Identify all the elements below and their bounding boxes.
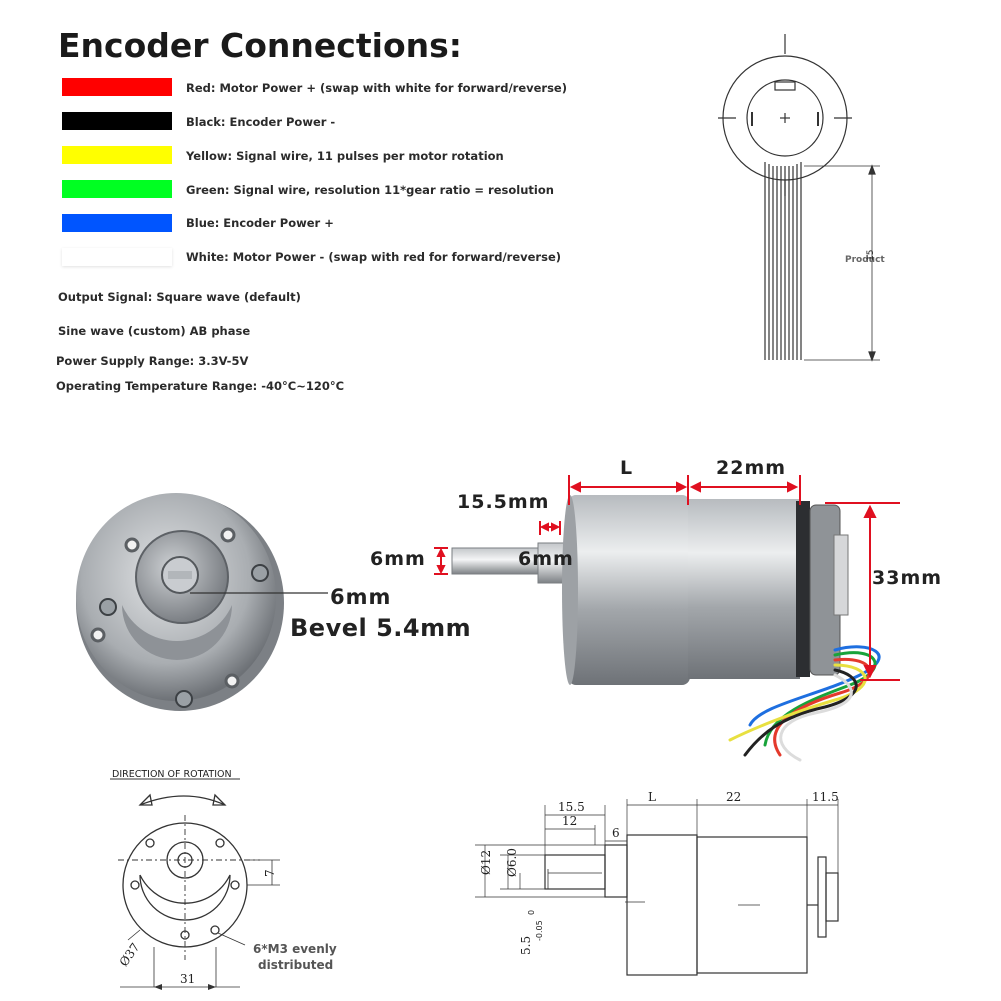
side-dim-15-5: 15.5 [558,800,585,814]
spec-power-supply: Power Supply Range: 3.3V-5V [56,354,249,368]
spec-output-signal: Output Signal: Square wave (default) [58,290,301,304]
side-dim-11-5: 11.5 [812,790,839,804]
side-drawing: 15.5 12 6 L 22 11.5 Ø12 Ø6.0 5.5 0 -0.05 [475,790,839,976]
encoder-length-label: 15 [866,250,876,261]
product-label: Product [845,255,885,265]
diameter-label: Ø37 [117,940,143,969]
shaft-diameter-label: 6mm [330,585,392,609]
shaft-small-label: 6mm [518,548,574,570]
screws-label-2: distributed [258,958,333,972]
offset-label: 7 [263,869,277,877]
side-tolerance-sup: 0 [527,910,536,915]
wire-label-red: Red: Motor Power + (swap with white for … [186,81,567,95]
encoder-drawing: Product 15 [718,34,885,362]
shaft-diameter-side-label: 6mm [370,548,426,570]
motor-side-photo [434,475,900,762]
gearbox-length-label: L [620,457,634,479]
side-tolerance-sub: -0.05 [535,920,544,941]
wire-label-green: Green: Signal wire, resolution 11*gear r… [186,183,554,197]
wire-swatch-black [62,112,172,130]
wire-swatch-white [62,248,172,266]
motor-length-label: 22mm [716,457,787,479]
wire-swatch-yellow [62,146,172,164]
shaft-length-label: 15.5mm [457,491,550,513]
screws-label: 6*M3 evenly [253,942,337,956]
wire-swatch-green [62,180,172,198]
side-tolerance: 5.5 [519,936,533,955]
wire-label-yellow: Yellow: Signal wire, 11 pulses per motor… [186,149,504,163]
gearbox-front-photo [76,493,328,711]
side-dim-12: 12 [562,814,577,828]
spec-sine-wave: Sine wave (custom) AB phase [58,324,251,338]
side-dim-L: L [648,790,656,804]
wire-swatch-blue [62,214,172,232]
width-label: 31 [180,972,195,986]
wire-label-blue: Blue: Encoder Power + [186,216,334,230]
height-label: 33mm [872,567,943,589]
side-dim-22: 22 [726,790,741,804]
side-dim-6: 6 [612,826,620,840]
side-dia-6: Ø6.0 [505,848,519,877]
wire-label-white: White: Motor Power - (swap with red for … [186,250,561,264]
wire-swatch-red [62,78,172,96]
page-title: Encoder Connections: [58,26,462,65]
wire-label-black: Black: Encoder Power - [186,115,336,129]
rotation-label: DIRECTION OF ROTATION [112,769,232,780]
front-drawing: DIRECTION OF ROTATION 7 31 Ø37 6*M3 even… [110,769,337,990]
side-dia-12: Ø12 [479,850,493,875]
bevel-label: Bevel 5.4mm [290,614,472,642]
spec-temperature: Operating Temperature Range: -40°C~120°C [56,379,345,393]
